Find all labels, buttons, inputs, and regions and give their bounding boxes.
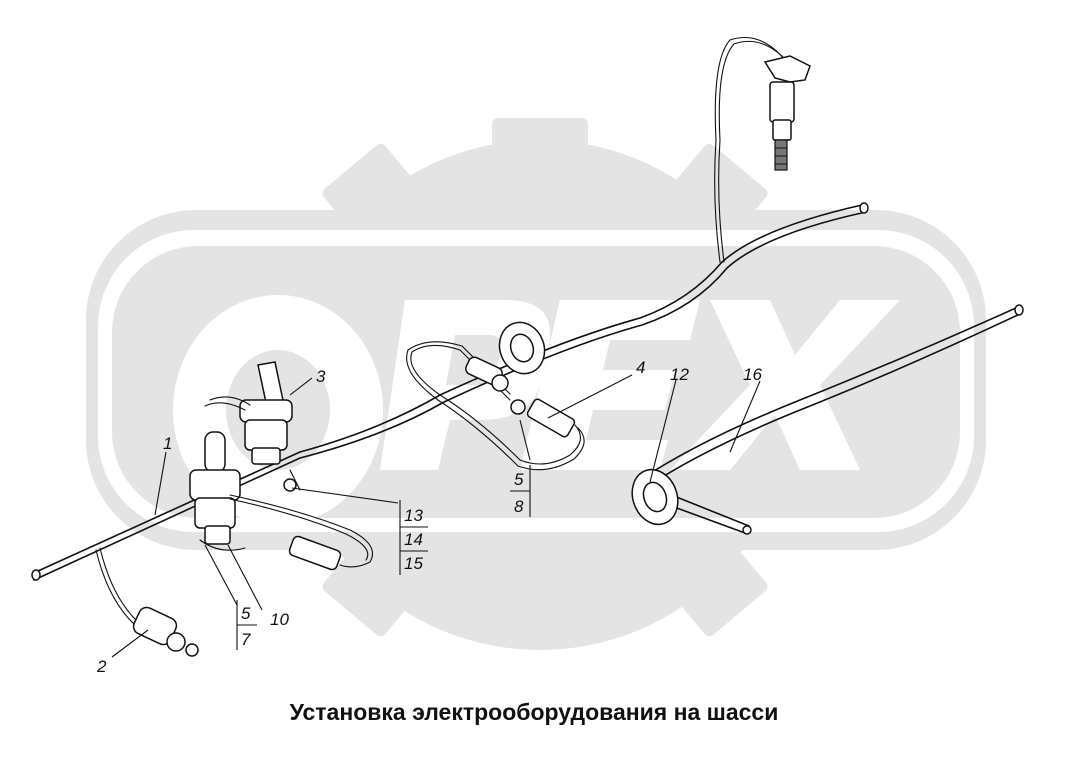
- callout-3: 3: [316, 367, 326, 386]
- callout-16: 16: [743, 365, 762, 384]
- fraction-5-8-bottom: 8: [514, 497, 524, 516]
- callout-10: 10: [270, 610, 289, 629]
- sensor-wire-top: [714, 36, 789, 263]
- connector-4-assembly: [406, 321, 585, 471]
- switch-3: [204, 361, 293, 465]
- sensor-2: [95, 547, 199, 657]
- fraction-14: 14: [404, 530, 423, 549]
- diagram-caption: Установка электрооборудования на шасси: [289, 699, 779, 725]
- fraction-13: 13: [404, 506, 423, 525]
- callout-fraction-5-7: 5 7: [236, 600, 257, 650]
- callout-4: 4: [636, 358, 645, 377]
- fraction-5-7-top: 5: [241, 604, 251, 623]
- wire-lower-sensor: [229, 494, 374, 571]
- harness-main: [31, 202, 869, 581]
- callout-12: 12: [670, 365, 689, 384]
- sensor-top: [763, 55, 811, 171]
- watermark-logo: [86, 118, 986, 650]
- callout-2: 2: [96, 657, 107, 676]
- leader-lines: [111, 374, 761, 658]
- fraction-5-7-bottom: 7: [241, 630, 251, 649]
- fraction-5-8-top: 5: [514, 470, 524, 489]
- fraction-15: 15: [404, 554, 423, 573]
- callout-1: 1: [163, 434, 172, 453]
- callout-fraction-13-14-15: 13 14 15: [399, 500, 428, 575]
- switch-10: [189, 431, 301, 551]
- callout-fraction-5-8: 5 8: [510, 465, 531, 517]
- harness-16: [631, 304, 1024, 535]
